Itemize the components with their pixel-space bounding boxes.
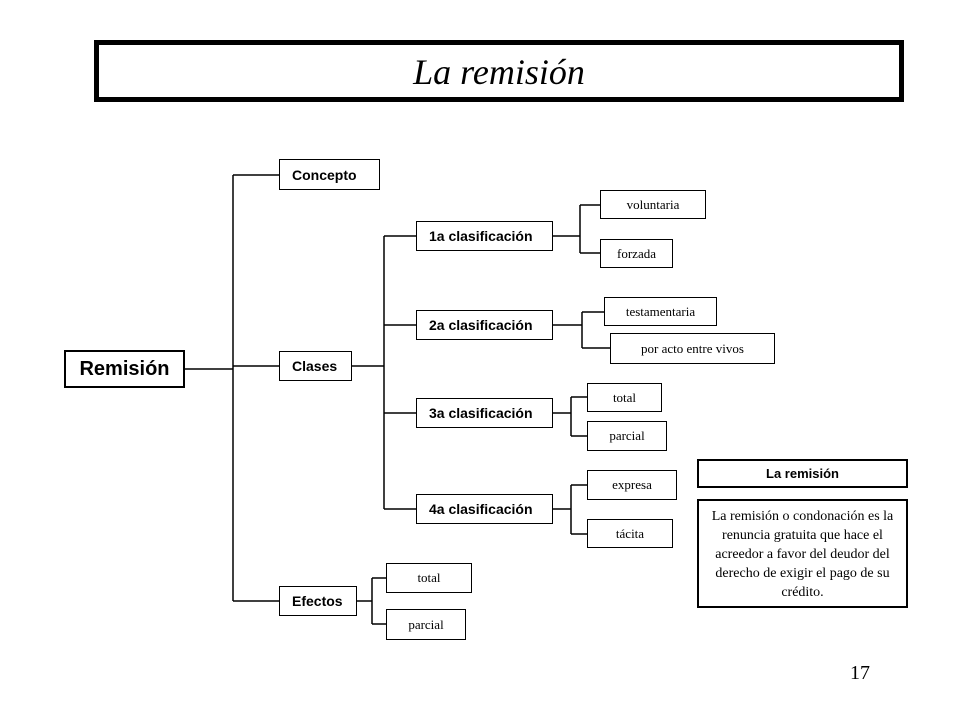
option-expresa: expresa: [587, 470, 677, 500]
page-number: 17: [850, 662, 870, 684]
option-por-acto-entre-vivos: por acto entre vivos: [610, 333, 775, 364]
efectos-option-total: total: [386, 563, 472, 593]
root-node: Remisión: [64, 350, 185, 388]
definition-text: La remisión o condonación es la renuncia…: [697, 499, 908, 608]
option-voluntaria: voluntaria: [600, 190, 706, 219]
clases-node: Clases: [279, 351, 352, 381]
efectos-option-parcial: parcial: [386, 609, 466, 640]
concepto-node: Concepto: [279, 159, 380, 190]
clasificacion-2-node: 2a clasificación: [416, 310, 553, 340]
clasificacion-1-node: 1a clasificación: [416, 221, 553, 251]
option-total-3a: total: [587, 383, 662, 412]
clasificacion-4-node: 4a clasificación: [416, 494, 553, 524]
option-testamentaria: testamentaria: [604, 297, 717, 326]
efectos-node: Efectos: [279, 586, 357, 616]
definition-title: La remisión: [697, 459, 908, 488]
option-forzada: forzada: [600, 239, 673, 268]
option-parcial-3a: parcial: [587, 421, 667, 451]
title-banner: La remisión: [94, 40, 904, 102]
option-tacita: tácita: [587, 519, 673, 548]
page-title: La remisión: [413, 52, 585, 92]
clasificacion-3-node: 3a clasificación: [416, 398, 553, 428]
